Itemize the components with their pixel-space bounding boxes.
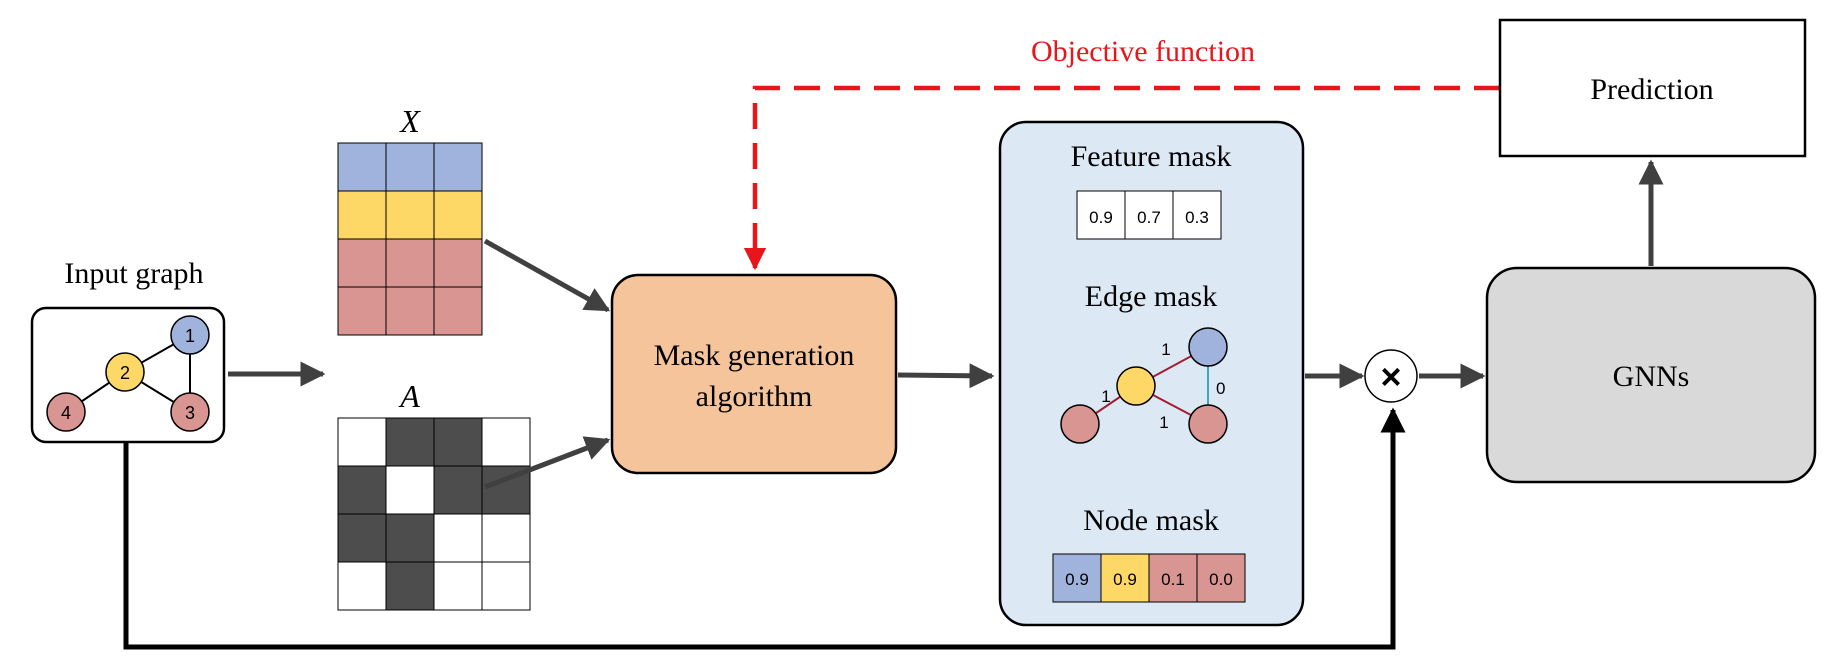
edge-mask-node-3 [1188,404,1228,444]
objective-function-label: Objective function [1031,35,1255,68]
matrix-a-cell [385,513,435,563]
node-mask-cell [1100,553,1150,603]
edge-mask-title: Edge mask [1085,280,1217,313]
matrix-a-cell [481,513,531,563]
input-graph-node-1: 1 [170,315,210,355]
node-mask-cell [1196,553,1246,603]
feature-mask-value: 0.3 [1185,208,1209,227]
prediction-box [1498,18,1807,158]
arrow-algorithm-to-masks [897,363,995,389]
gnn-block: GNNs [1485,266,1817,484]
feature-mask-vector: 0.9 0.7 0.3 [1076,190,1222,240]
matrix-a-cell [433,561,483,611]
objective-function-arrow [743,85,1500,271]
matrix-x-cell [385,238,435,288]
matrix-a-cell [385,465,435,515]
node-mask-title: Node mask [1083,504,1219,537]
matrix-a-cell [481,561,531,611]
matrix-x-cell [433,190,483,240]
feature-mask-cell [1172,190,1222,240]
matrix-x-cell [337,142,387,192]
edge-weight-1-3: 0 [1216,379,1225,398]
matrix-x-cell [433,238,483,288]
svg-text:3: 3 [185,403,195,423]
matrix-a-cell [433,513,483,563]
matrix-x-cell [337,190,387,240]
algorithm-box [610,273,898,475]
multiply-icon: × [1380,356,1401,397]
edge-weight-2-4: 1 [1101,387,1110,406]
node-mask-cell [1148,553,1198,603]
svg-text:2: 2 [120,363,130,383]
input-graph-title: Input graph [64,257,203,290]
node-mask-vector: 0.9 0.9 0.1 0.0 [1052,553,1246,603]
masks-panel: Feature mask 0.9 0.7 0.3 Edge mask 1 0 1 1… [998,120,1305,627]
algorithm-label-line2: algorithm [696,380,813,413]
mask-generation-algorithm: Mask generation algorithm [610,273,898,475]
gnn-box [1485,266,1817,484]
node-mask-value: 0.1 [1161,570,1185,589]
edge-weight-2-3: 1 [1159,413,1168,432]
arrow-x-to-algorithm [483,238,611,313]
matrix-x-grid [337,142,483,336]
matrix-x-cell [385,190,435,240]
prediction-label: Prediction [1590,73,1713,106]
feature-mask-cell [1076,190,1126,240]
matrix-a-label: A [398,378,420,414]
edge-mask-node-1 [1188,327,1228,367]
matrix-a-cell [433,465,483,515]
arrow-graph-skip-to-multiply [123,407,1406,650]
input-graph-node-4: 4 [46,392,86,432]
objective-function-feedback: Objective function [743,35,1500,271]
algorithm-label-line1: Mask generation [654,339,855,372]
matrix-x: X [337,103,483,336]
feature-mask-title: Feature mask [1071,140,1232,173]
svg-text:4: 4 [61,403,71,423]
matrix-a-cell [337,561,387,611]
matrix-x-cell [433,286,483,336]
matrix-x-cell [433,142,483,192]
node-mask-value: 0.9 [1113,570,1137,589]
svg-text:1: 1 [185,326,195,346]
edge-mask-graph: 1 0 1 1 [1060,327,1228,444]
node-mask-value: 0.0 [1209,570,1233,589]
feature-mask-value: 0.9 [1089,208,1113,227]
edge-weight-2-1: 1 [1161,340,1170,359]
prediction-block: Prediction [1498,18,1807,158]
matrix-a-cell [337,465,387,515]
matrix-a-cell [337,513,387,563]
matrix-x-cell [385,286,435,336]
node-mask-value: 0.9 [1065,570,1089,589]
gnn-label: GNNs [1613,360,1690,393]
matrix-a-cell [385,417,435,467]
matrix-x-cell [385,142,435,192]
matrix-x-cell [337,286,387,336]
matrix-a: A [337,378,531,611]
feature-mask-value: 0.7 [1137,208,1161,227]
matrix-a-grid [337,417,531,611]
masks-panel-box [998,120,1305,627]
matrix-a-cell [337,417,387,467]
arrow-a-to-algorithm [484,436,611,490]
multiply-operator: × [1364,349,1418,403]
input-graph-node-3: 3 [170,392,210,432]
matrix-x-label: X [398,103,421,139]
feature-mask-cell [1124,190,1174,240]
matrix-a-cell [385,561,435,611]
matrix-a-cell [433,417,483,467]
edge-mask-node-4 [1060,404,1100,444]
matrix-x-cell [337,238,387,288]
edge-mask-node-2 [1116,366,1156,406]
matrix-a-cell [481,465,531,515]
node-mask-cell [1052,553,1102,603]
multiply-circle [1364,349,1418,403]
input-graph: Input graph 1 2 3 4 [30,257,226,444]
matrix-a-cell [481,417,531,467]
input-graph-node-2: 2 [105,352,145,392]
